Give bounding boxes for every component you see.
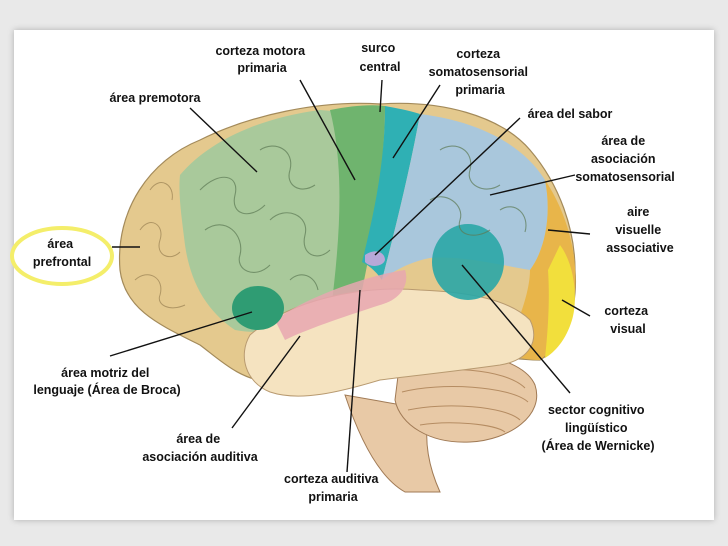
label-surco-central: surco central	[360, 41, 401, 74]
cerebellum	[344, 351, 538, 493]
label-area-prefrontal: área prefrontal	[33, 237, 91, 269]
label-wernicke: sector cognitivo lingüístico (Área de We…	[541, 403, 654, 453]
label-corteza-auditiva: corteza auditiva primaria	[284, 472, 382, 504]
gyri-folds	[199, 145, 527, 291]
label-aire-visuelle: aire visuelle associative	[606, 205, 673, 255]
wernicke-area	[432, 224, 504, 300]
broca-area	[232, 286, 284, 330]
somatosensory-strip	[362, 106, 420, 280]
visual-cortex	[545, 245, 575, 358]
label-corteza-motora: corteza motora primaria	[215, 44, 308, 75]
auditory-cortex	[275, 270, 407, 340]
taste-area	[365, 251, 385, 266]
label-corteza-somatosensorial: corteza somatosensorial primaria	[429, 47, 532, 97]
label-corteza-visual: corteza visual	[604, 304, 651, 336]
frontal-folds	[134, 182, 186, 309]
leader-lines	[109, 79, 591, 473]
somatosensory-association	[382, 114, 548, 280]
label-broca: área motriz del lenguaje (Área de Broca)	[33, 366, 180, 397]
prefrontal-highlight-ring	[10, 226, 114, 286]
label-asociacion-auditiva: área de asociación auditiva	[142, 432, 258, 464]
label-area-sabor: área del sabor	[528, 107, 613, 121]
label-asociacion-somatosensorial: área de asociación somatosensorial	[575, 134, 674, 184]
premotor-area	[179, 110, 347, 332]
label-area-premotora: área premotora	[109, 91, 201, 105]
